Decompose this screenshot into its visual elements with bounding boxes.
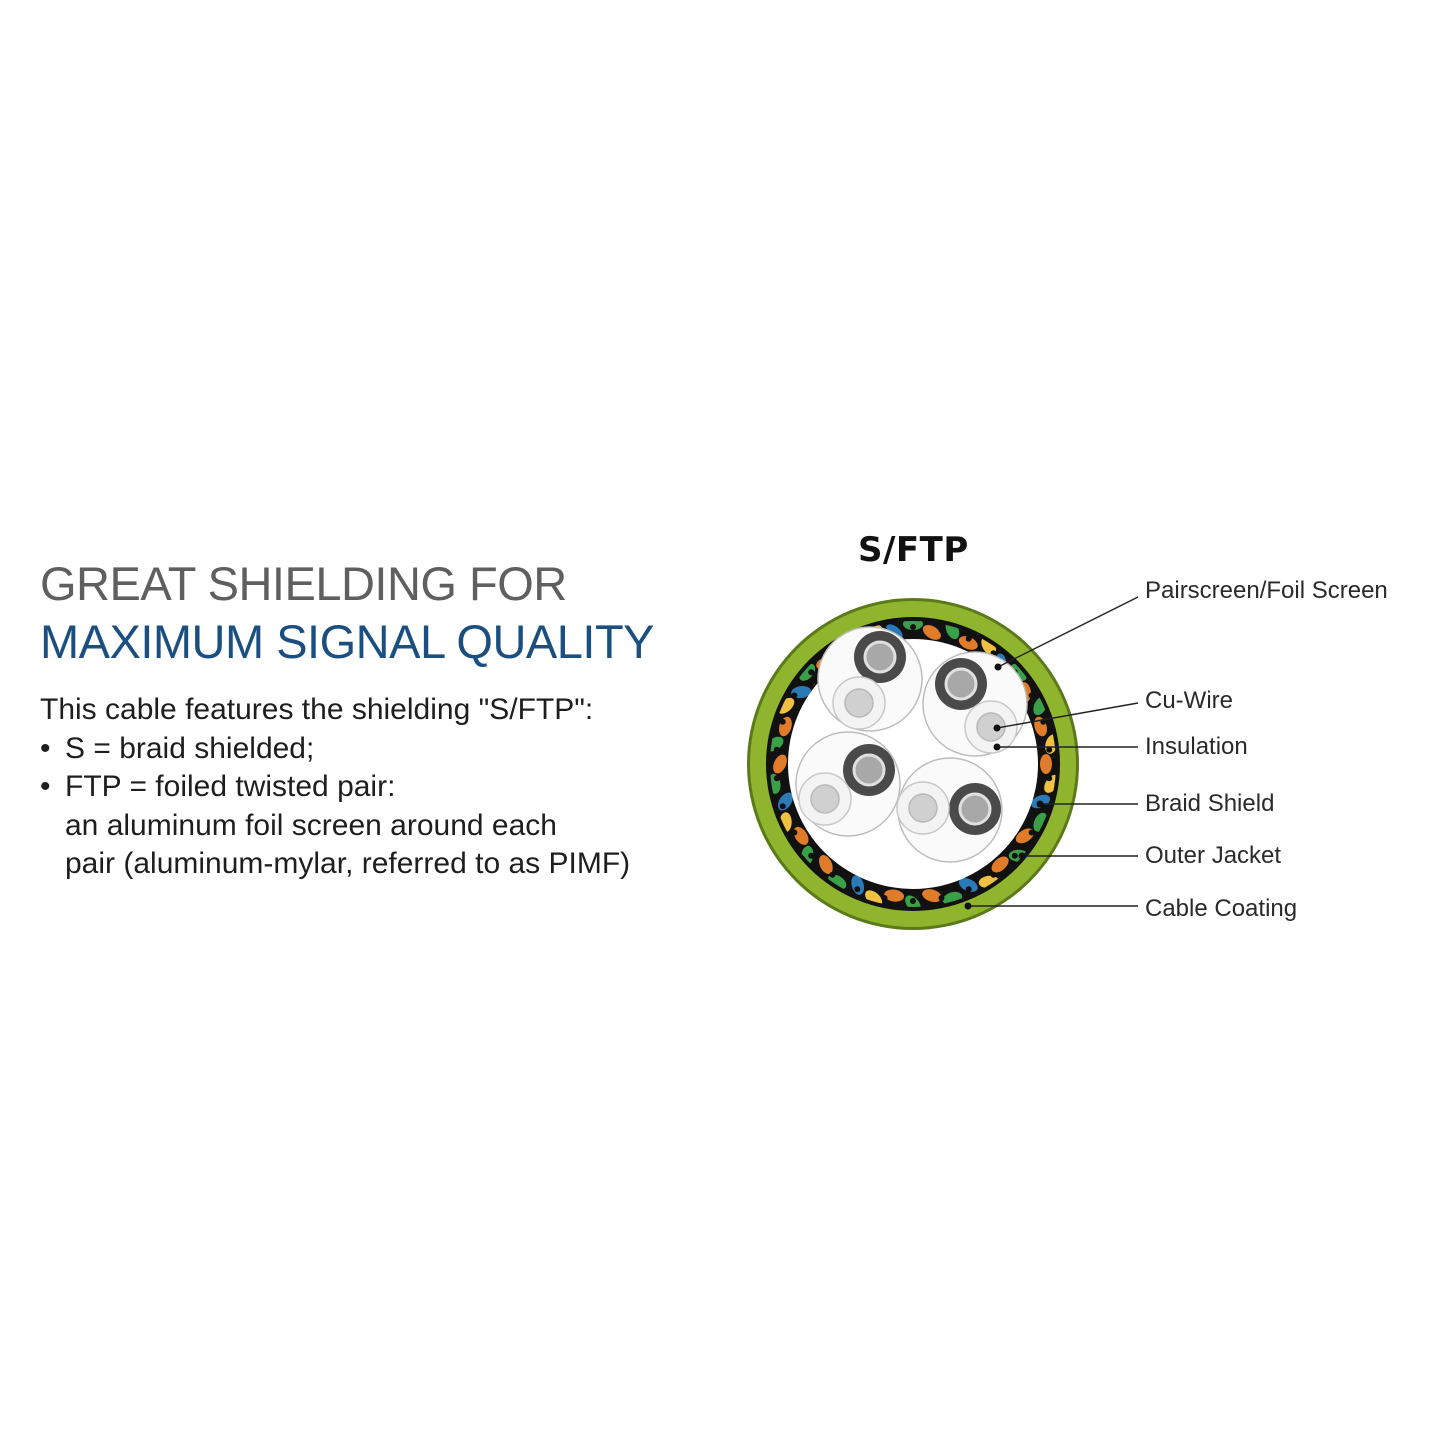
braid-gap (965, 635, 972, 642)
braid-gap (965, 886, 972, 893)
braid-gap (910, 624, 916, 630)
braid-gap (910, 898, 916, 904)
braid-gap (791, 829, 798, 836)
braid-gap (938, 627, 945, 633)
callout-dot (1036, 800, 1044, 808)
braid-strand (922, 889, 942, 903)
callout-line-cu-wire (996, 702, 1139, 729)
headline-line-2: MAXIMUM SIGNAL QUALITY (40, 615, 655, 668)
cu-wire-core (958, 792, 992, 826)
braid-gap (779, 803, 786, 810)
braid-gap (1028, 692, 1035, 699)
braid-gap (1011, 852, 1018, 859)
braid-strand (958, 878, 978, 892)
braid-gap (1028, 829, 1035, 836)
label-cu-wire: Cu-Wire (1145, 687, 1233, 714)
diagram-title: S/FTP (858, 530, 969, 570)
label-braid-shield: Braid Shield (1145, 790, 1275, 817)
braid-strand (1040, 754, 1052, 774)
braid-gap (773, 746, 780, 753)
twisted-pair-1 (817, 626, 923, 732)
callout-dot (993, 743, 1001, 751)
braid-gap (773, 775, 780, 782)
braid-gap (881, 895, 888, 901)
braid-gap (938, 895, 945, 901)
cu-wire-core (810, 784, 840, 814)
cu-wire-core (863, 640, 897, 674)
braid-gap (829, 871, 836, 878)
braid-gap (1046, 746, 1053, 753)
callout-lines (968, 596, 1139, 907)
bullet-text-1: S = braid shielded; (65, 731, 315, 765)
bullet-2-continuation-1: an aluminum foil screen around each (65, 808, 557, 842)
callout-dot (964, 902, 972, 910)
bullet-text-2: FTP = foiled twisted pair: (65, 770, 396, 803)
bullet-dot-icon: • (40, 770, 51, 803)
headline-line-1: GREAT SHIELDING FOR (40, 557, 567, 610)
braid-strand (819, 855, 833, 874)
braid-strand (884, 889, 905, 902)
twisted-pair-3 (795, 731, 901, 837)
cu-wire-core (844, 688, 874, 718)
braid-gap (808, 669, 815, 676)
braid-gap (791, 692, 798, 699)
braid-gap (808, 852, 815, 859)
cu-wire-core (852, 753, 886, 787)
bullet-dot-icon: • (40, 731, 51, 765)
bullet-item-1: • S = braid shielded; (40, 730, 720, 769)
bullet-2-continuation-2: pair (aluminum-mylar, referred to as PIM… (65, 847, 631, 880)
intro-text: This cable features the shielding "S/FTP… (40, 693, 594, 726)
twisted-pair-2 (922, 651, 1028, 757)
label-pairscreen: Pairscreen/Foil Screen (1145, 577, 1388, 604)
label-insulation: Insulation (1145, 733, 1248, 760)
braid-strand (793, 826, 809, 845)
callout-dot (994, 663, 1002, 671)
text-block: GREAT SHIELDING FOR MAXIMUM SIGNAL QUALI… (40, 555, 720, 884)
label-outer-jacket: Outer Jacket (1145, 842, 1282, 869)
cu-wire-core (908, 793, 938, 823)
label-cable-coating: Cable Coating (1145, 895, 1298, 922)
callout-line-pairscreen (997, 596, 1139, 668)
twisted-pair-4 (896, 757, 1003, 863)
braid-gap (990, 871, 997, 878)
braid-strand (773, 754, 787, 774)
callout-dot (1018, 852, 1026, 860)
cu-wire-core (944, 667, 978, 701)
braid-gap (854, 886, 861, 893)
braid-strand (958, 636, 978, 650)
bullet-item-2: • FTP = foiled twisted pair: (40, 768, 720, 807)
braid-strand (991, 856, 1009, 873)
braid-strand (922, 624, 941, 640)
braid-gap (779, 718, 786, 725)
body-copy: This cable features the shielding "S/FTP… (40, 691, 720, 884)
callout-dots (964, 663, 1044, 910)
callout-dot (993, 724, 1001, 732)
braid-gap (1046, 775, 1053, 782)
